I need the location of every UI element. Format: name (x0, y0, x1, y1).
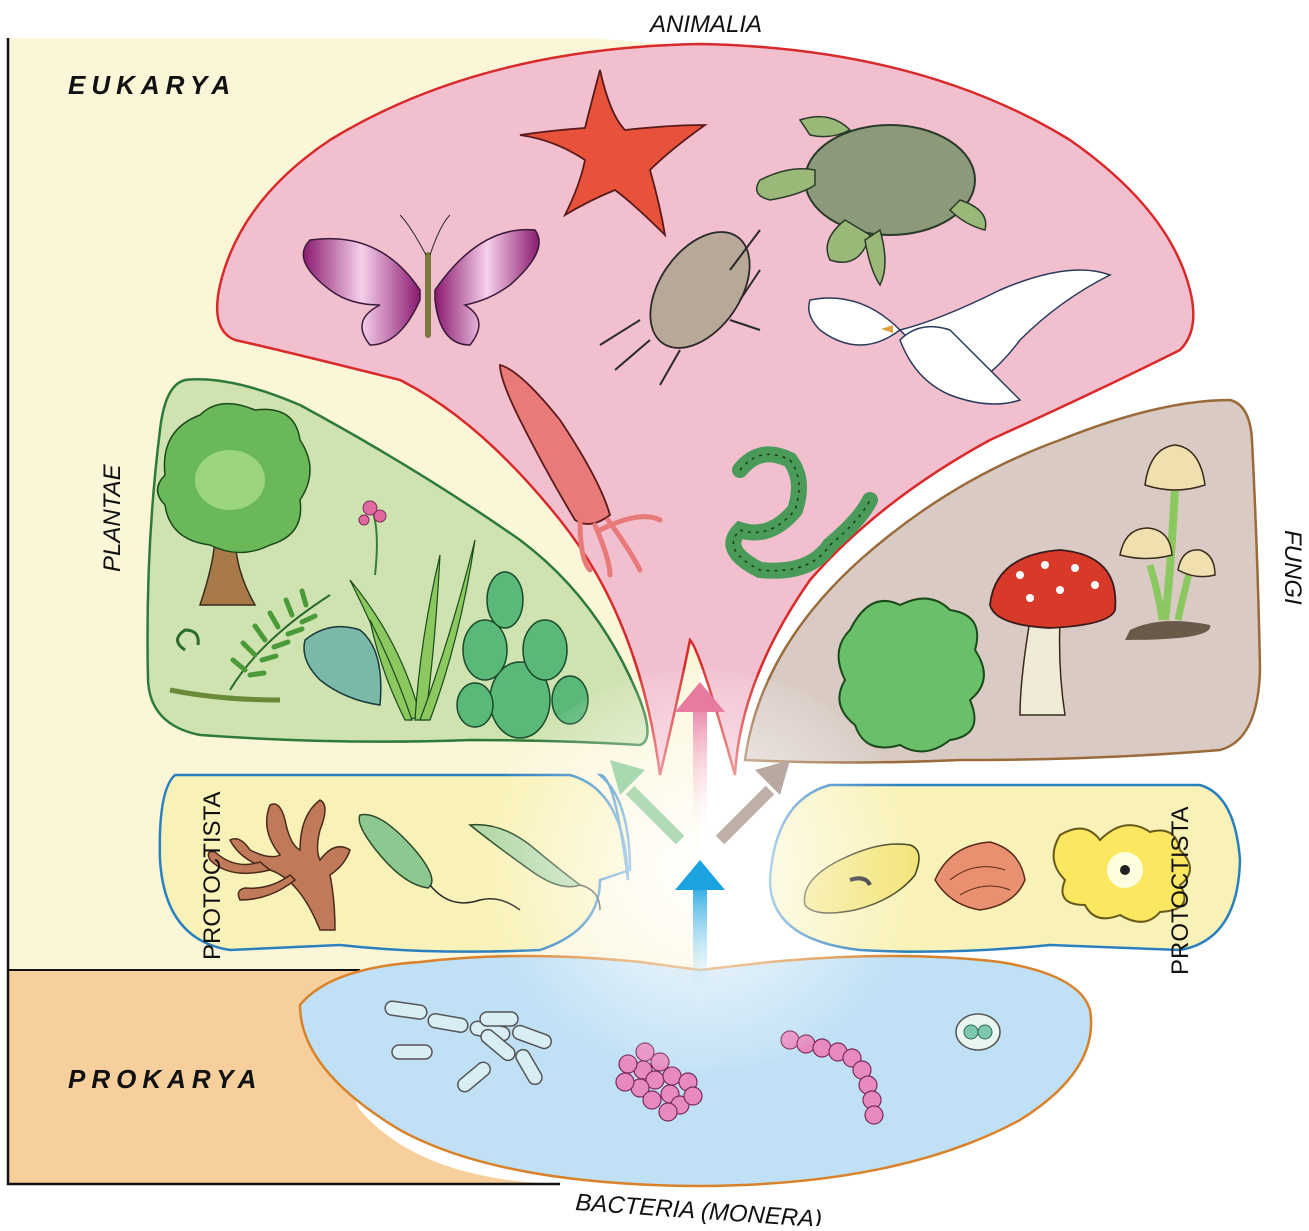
squid-icon (499, 363, 663, 578)
animalia-lobe (215, 42, 1195, 776)
flower-icon (358, 500, 387, 576)
turtle-icon (755, 115, 987, 287)
domain-frame (6, 38, 560, 1186)
protoctista-left-label: PROTOCTISTA (199, 792, 226, 960)
bacilli-icon (384, 1000, 552, 1093)
amanita-icon (989, 549, 1117, 716)
mushroom-icon (1119, 444, 1216, 640)
fungi-lobe (743, 398, 1262, 764)
bacteria-label: BACTERIA (MONERA) (575, 1189, 823, 1226)
starfish-icon (519, 69, 708, 238)
arrow-to-plantae (610, 760, 685, 845)
butterfly-icon (302, 214, 540, 346)
foraminifera-icon (934, 841, 1026, 911)
amoeba-icon (1052, 824, 1191, 923)
plantae-label: PLANTAE (99, 463, 126, 572)
seaweed-icon (207, 799, 351, 931)
animalia-label: ANIMALIA (648, 11, 762, 38)
eukarya-label: EUKARYA (68, 70, 236, 100)
arrow-to-fungi (715, 760, 790, 845)
beetle-icon (599, 229, 761, 386)
tree-icon (156, 402, 311, 606)
prokarya-label: PROKARYA (68, 1064, 262, 1094)
leaf-icon (303, 625, 382, 706)
snake-icon (725, 446, 878, 579)
fungi-label: FUNGI (1279, 530, 1306, 605)
fern-icon (169, 588, 331, 703)
dove-icon (808, 269, 1112, 405)
lichen-icon (837, 597, 985, 753)
prokarya-domain (8, 970, 560, 1184)
diplococci-icon (955, 1013, 1001, 1051)
arrow-to-animalia (675, 682, 725, 840)
cactus-icon (456, 571, 589, 739)
grass-icon (349, 539, 476, 721)
protoctista-right-label: PROTOCTISTA (1167, 807, 1194, 975)
staphylococci-icon (615, 1042, 703, 1122)
arrow-to-eukarya (675, 860, 725, 1010)
